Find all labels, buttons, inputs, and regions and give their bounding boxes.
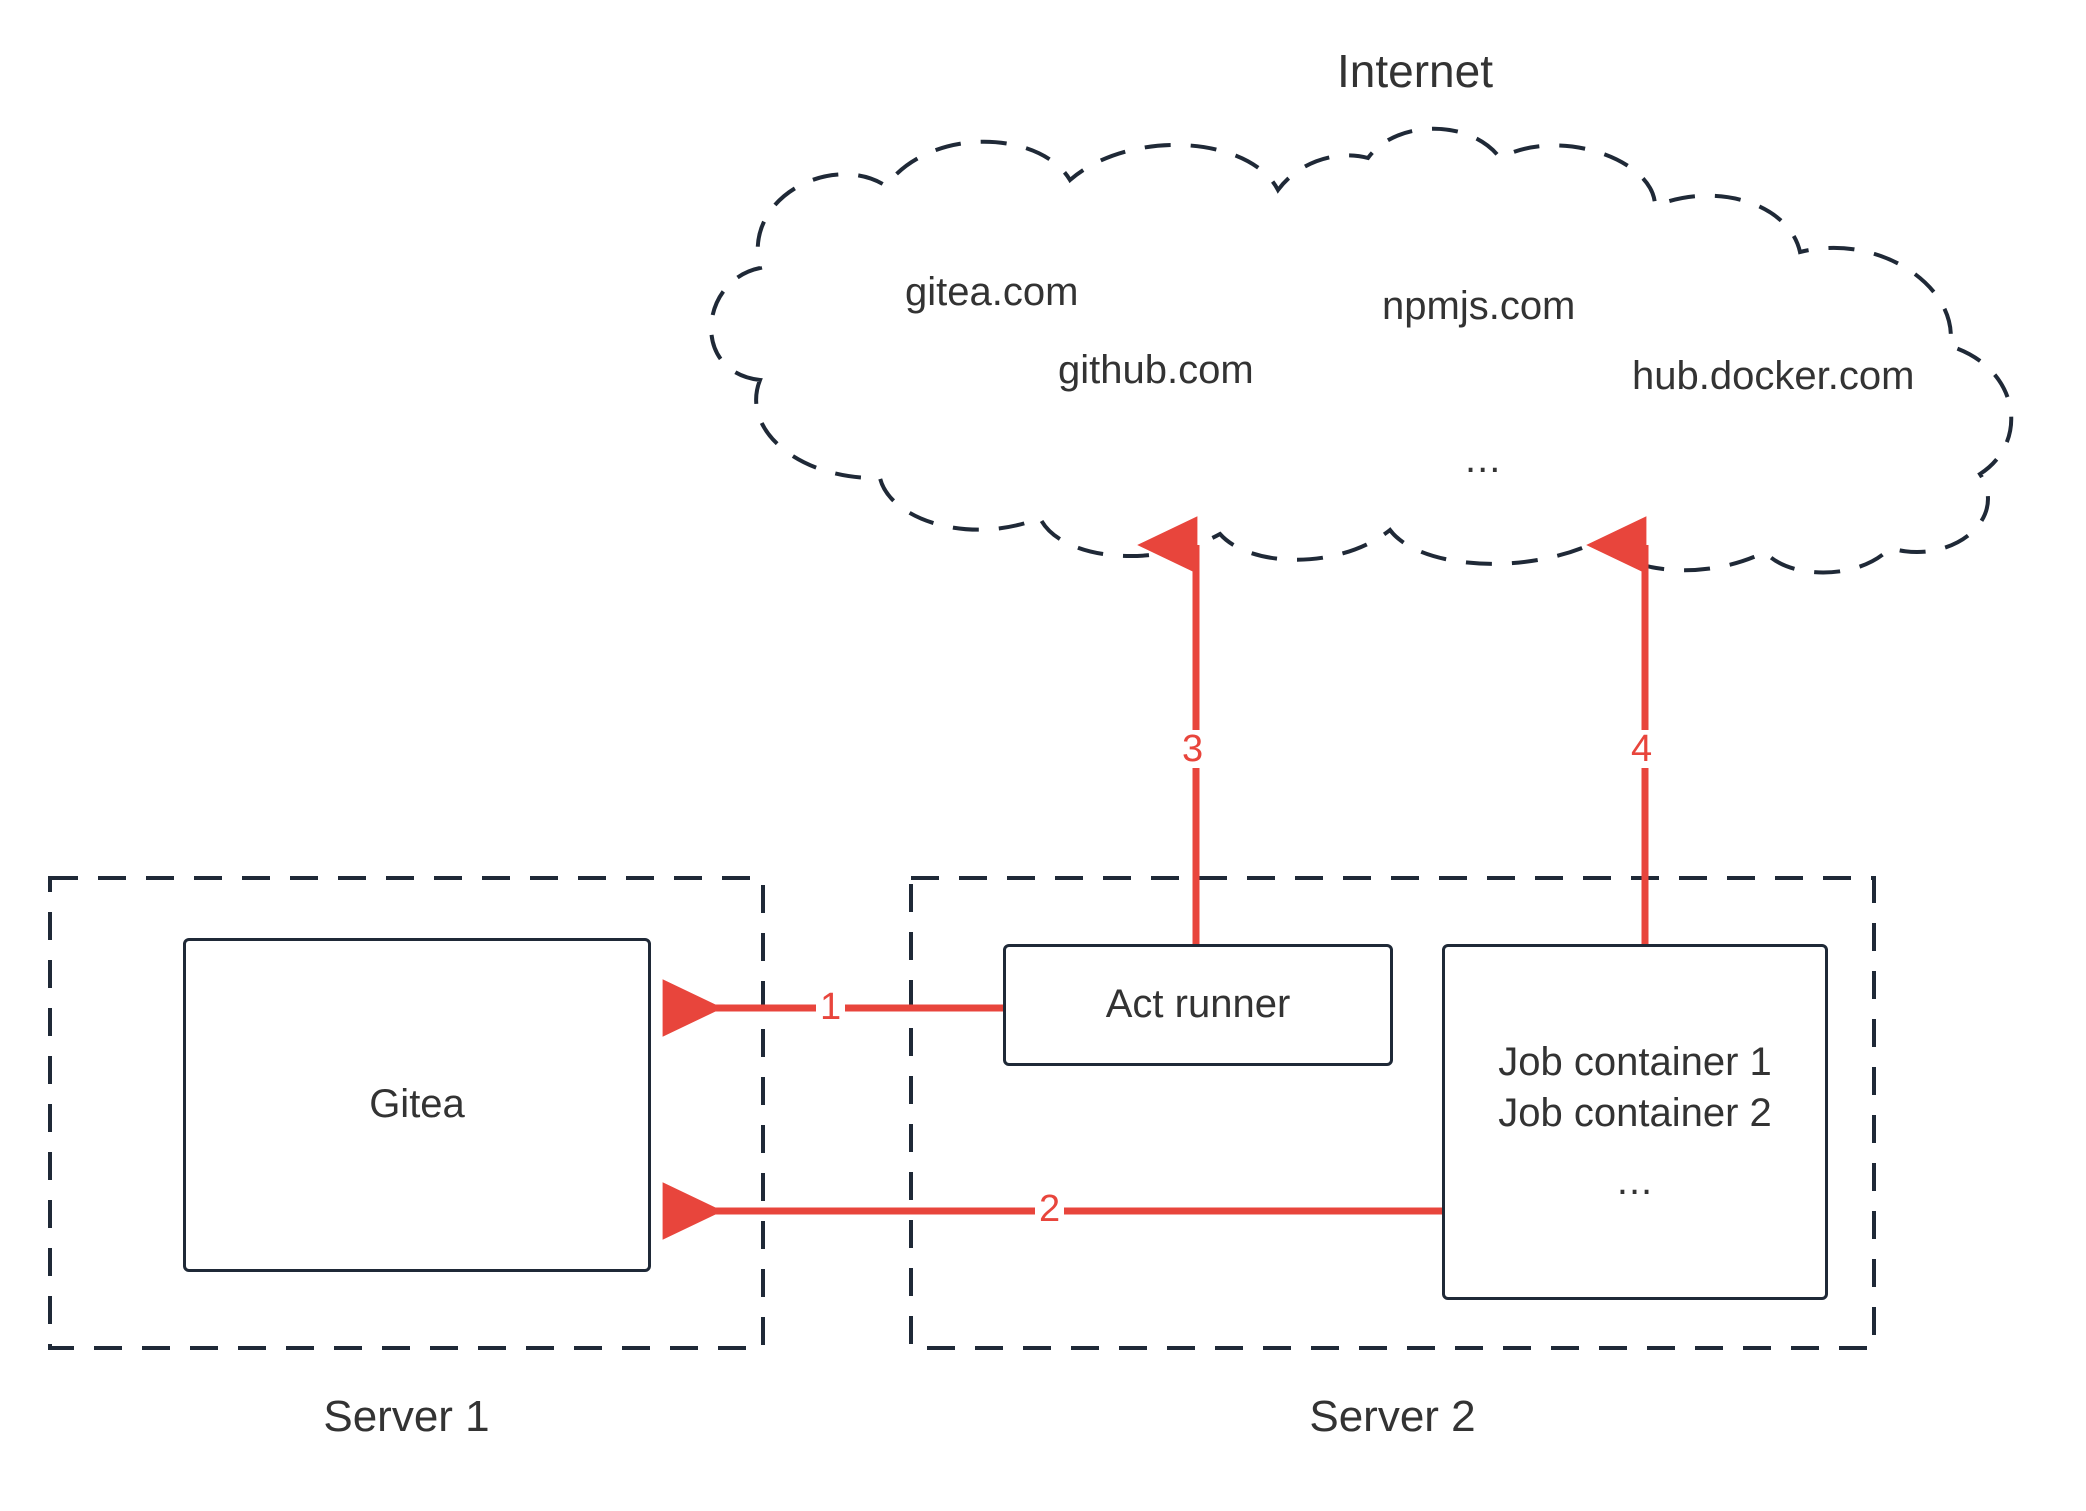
connection-label-2: 2 [1035, 1190, 1065, 1228]
node-act-runner[interactable]: Act runner [1003, 944, 1393, 1066]
server-2-label: Server 2 [1309, 1392, 1476, 1441]
node-job-container-line-2: Job container 2 [1498, 1091, 1772, 1136]
node-job-container-ellipsis: ... [1616, 1158, 1654, 1203]
diagram-title-text: Internet [1337, 45, 1493, 97]
cloud-service-github-com: github.com [1058, 348, 1254, 392]
diagram-title: Internet [0, 44, 2086, 98]
internet-cloud-outline [709, 126, 2014, 575]
node-gitea[interactable]: Gitea [183, 938, 651, 1272]
node-job-container-line-1: Job container 1 [1498, 1040, 1772, 1085]
connection-label-3: 3 [1178, 730, 1208, 768]
node-gitea-label: Gitea [369, 1082, 465, 1127]
server-1-label: Server 1 [323, 1392, 490, 1441]
node-job-container[interactable]: Job container 1 Job container 2 ... [1442, 944, 1828, 1300]
cloud-service-gitea-com: gitea.com [905, 270, 1079, 314]
node-act-runner-label: Act runner [1105, 982, 1291, 1027]
server-1-boundary [48, 876, 765, 1350]
connection-label-1: 1 [816, 988, 846, 1026]
cloud-service-more-ellipsis: ... [1465, 437, 1502, 481]
connection-label-4: 4 [1627, 730, 1657, 768]
cloud-service-npmjs-com: npmjs.com [1382, 284, 1576, 328]
cloud-service-hub-docker-com: hub.docker.com [1632, 354, 1915, 398]
server-2-boundary [909, 876, 1876, 1350]
